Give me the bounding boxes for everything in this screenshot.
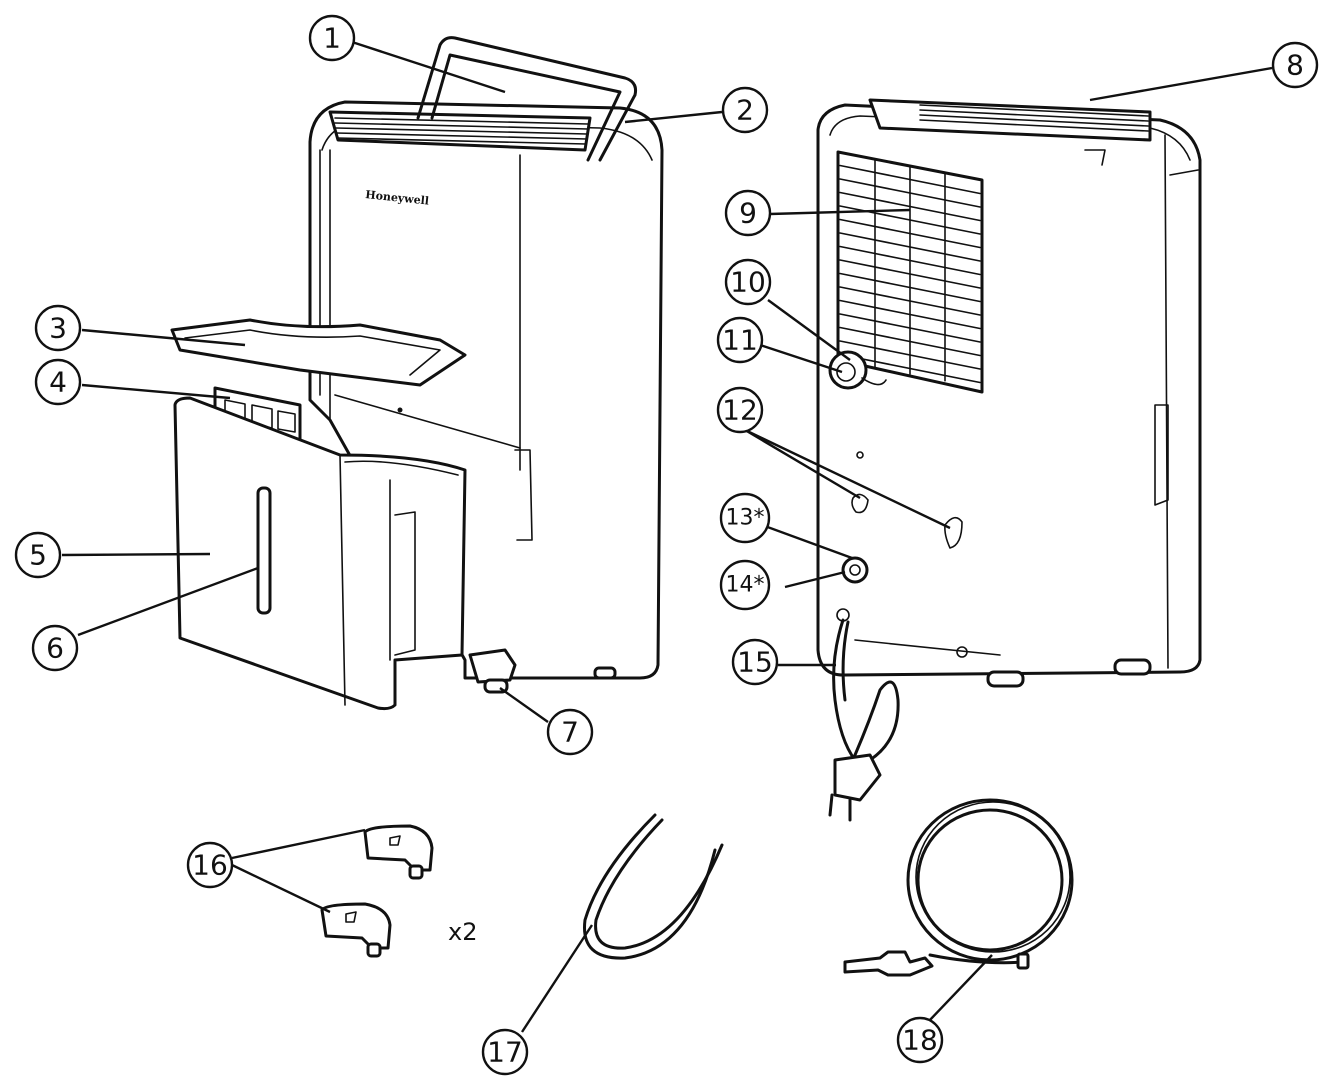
hose-connector	[843, 950, 934, 977]
water-level-window	[256, 486, 272, 615]
quantity-multiplier: x2	[448, 918, 477, 946]
svg-text:1: 1	[323, 22, 341, 55]
rear-top-grille-lines	[919, 104, 1149, 132]
callout-6: 6	[31, 624, 79, 672]
svg-text:12: 12	[722, 394, 758, 427]
callout-11: 11	[716, 316, 764, 364]
callout-4: 4	[34, 358, 82, 406]
svg-text:11: 11	[722, 324, 758, 357]
svg-text:2: 2	[736, 94, 754, 127]
callout-1: 1	[308, 14, 356, 62]
callout-2: 2	[721, 86, 769, 134]
top-grille-lines	[334, 117, 589, 145]
carry-handle	[416, 36, 637, 162]
callout-8: 8	[1271, 41, 1319, 89]
power-plug	[833, 753, 882, 802]
callout-9: 9	[724, 189, 772, 237]
callout-5: 5	[14, 531, 62, 579]
callout-14: 14*	[719, 559, 771, 611]
svg-text:17: 17	[487, 1036, 523, 1069]
svg-text:7: 7	[561, 716, 579, 749]
svg-text:4: 4	[49, 366, 67, 399]
svg-text:16: 16	[192, 849, 228, 882]
svg-text:8: 8	[1286, 49, 1304, 82]
screw-dot	[397, 407, 403, 413]
callout-15: 15	[731, 638, 779, 686]
hose-outlet-knob	[828, 350, 868, 390]
coiled-hose	[843, 798, 1074, 977]
bucket-lid	[170, 318, 467, 387]
rear-grille-slats	[839, 158, 981, 384]
callout-16: 16	[186, 841, 234, 889]
svg-text:6: 6	[46, 632, 64, 665]
callout-17: 17	[481, 1028, 529, 1076]
svg-text:18: 18	[902, 1024, 938, 1057]
drain-tube	[583, 813, 724, 960]
leader-lines	[61, 40, 1273, 1033]
water-bucket	[173, 396, 467, 711]
callout-3: 3	[34, 304, 82, 352]
svg-text:9: 9	[739, 197, 757, 230]
svg-text:3: 3	[49, 312, 67, 345]
caster-wheels	[320, 824, 434, 958]
svg-text:5: 5	[29, 539, 47, 572]
callout-12: 12	[716, 386, 764, 434]
callout-7: 7	[546, 708, 594, 756]
callout-10: 10	[724, 258, 772, 306]
rear-unit	[816, 98, 1202, 688]
power-cord	[828, 618, 900, 822]
callout-13: 13*	[719, 492, 771, 544]
svg-text:13*: 13*	[726, 506, 765, 531]
callout-18: 18	[896, 1016, 944, 1064]
svg-text:10: 10	[730, 266, 766, 299]
svg-text:15: 15	[737, 646, 773, 679]
svg-text:14*: 14*	[726, 573, 765, 598]
